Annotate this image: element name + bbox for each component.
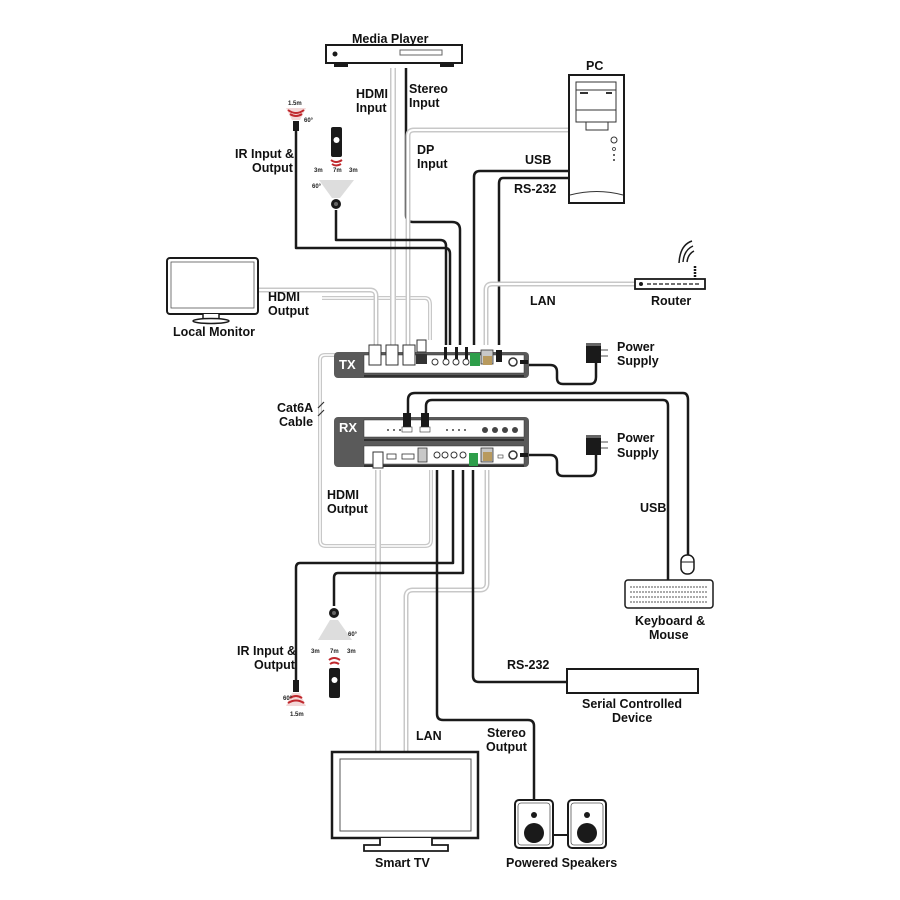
power-tx-label-2: Supply (617, 354, 659, 368)
ir-bottom-cable-2 (332, 470, 465, 606)
lan-router-label: LAN (530, 294, 556, 308)
power-supply-tx[interactable] (586, 343, 608, 363)
keyboard-mouse-label-1: Keyboard & (635, 614, 705, 628)
stereo-output-label-1: Stereo (487, 726, 526, 740)
usb-kbm-cable-1 (406, 391, 690, 555)
hdmi-input-label-2: Input (356, 101, 387, 115)
ir-emitter-bottom[interactable] (286, 680, 306, 706)
ir-receiver-bottom[interactable] (318, 608, 352, 640)
dp-input-label-2: Input (417, 157, 448, 171)
tx-label: TX (339, 357, 356, 372)
rs232-serial-label: RS-232 (507, 658, 549, 672)
cat6a-label-2: Cable (279, 415, 313, 429)
smart-tv-label: Smart TV (375, 856, 431, 870)
power-tx-cable (528, 362, 598, 386)
ir-bottom-cable-1 (294, 470, 455, 680)
power-tx-label-1: Power (617, 340, 655, 354)
ir-receiver-center-bottom: 7m (330, 649, 339, 655)
ir-emitter-top[interactable] (286, 108, 306, 131)
wifi-icon (678, 240, 695, 264)
power-rx-label-2: Supply (617, 446, 659, 460)
router-label: Router (651, 294, 691, 308)
ir-emitter-distance-bottom: 1.5m (290, 712, 304, 718)
cables (258, 68, 690, 800)
rs232-serial-cable (471, 470, 568, 684)
lan-router-cable (483, 281, 636, 345)
ir-emitter-angle: 60° (304, 118, 314, 124)
cat6a-label-1: Cat6A (277, 401, 313, 415)
rx-unit[interactable] (334, 413, 529, 469)
stereo-input-label-1: Stereo (409, 82, 448, 96)
stereo-output-label-2: Output (486, 740, 528, 754)
keyboard[interactable] (624, 579, 714, 609)
rs232-pc-label: RS-232 (514, 182, 556, 196)
usb-kbm-label: USB (640, 501, 666, 515)
ir-receiver-center: 7m (333, 168, 342, 174)
ir-receiver-top[interactable] (319, 180, 354, 209)
pc-tower[interactable] (568, 74, 625, 204)
ir-receiver-left: 3m (314, 168, 323, 174)
rs232-pc-cable (497, 176, 570, 345)
power-rx-label-1: Power (617, 431, 655, 445)
ir-top-label-1: IR Input & (235, 147, 294, 161)
hdmi-output-local-label-1: HDMI (268, 290, 300, 304)
local-monitor-label: Local Monitor (173, 325, 255, 339)
ir-top-label-2: Output (252, 161, 294, 175)
ir-receiver-right-bottom: 3m (347, 649, 356, 655)
remote-control-icon (330, 127, 343, 167)
tx-unit[interactable] (334, 339, 529, 378)
lan-tv-label: LAN (416, 729, 442, 743)
cable-break-mark (317, 401, 325, 417)
ir-emitter-angle-bottom: 60° (283, 696, 293, 702)
usb-pc-label: USB (525, 153, 551, 167)
dp-input-label-1: DP (417, 143, 434, 157)
keyboard-mouse-label-2: Mouse (649, 628, 689, 642)
mouse[interactable] (680, 554, 695, 575)
usb-pc-cable (472, 169, 570, 345)
media-player-label: Media Player (352, 32, 429, 46)
lan-tv-cable (403, 470, 490, 752)
rx-label: RX (339, 420, 357, 435)
hdmi-output-rx-label-2: Output (327, 502, 369, 516)
ir-bottom-label-1: IR Input & (237, 644, 296, 658)
remote-control-icon-bottom (328, 657, 341, 698)
power-rx-cable (528, 453, 598, 478)
ir-receiver-angle: 60° (312, 184, 322, 190)
usb-kbm-cable-2 (424, 398, 670, 580)
hdmi-output-rx-label-1: HDMI (327, 488, 359, 502)
ir-receiver-right: 3m (349, 168, 358, 174)
media-player[interactable] (325, 44, 463, 67)
power-supply-rx[interactable] (586, 435, 608, 455)
hdmi-output-local-label-2: Output (268, 304, 310, 318)
pc-label: PC (586, 59, 603, 73)
ir-receiver-angle-bottom: 60° (348, 632, 358, 638)
stereo-input-label-2: Input (409, 96, 440, 110)
hdmi-input-label-1: HDMI (356, 87, 388, 101)
powered-speakers-label: Powered Speakers (506, 856, 617, 870)
smart-tv[interactable] (330, 750, 480, 852)
ir-receiver-left-bottom: 3m (311, 649, 320, 655)
powered-speakers[interactable] (514, 799, 607, 849)
stereo-output-cable (435, 470, 536, 800)
ir-top-cable-2 (334, 210, 448, 345)
serial-device-label-2: Device (612, 711, 652, 725)
ir-bottom-label-2: Output (254, 658, 296, 672)
serial-device-label-1: Serial Controlled (582, 697, 682, 711)
serial-controlled-device[interactable] (566, 668, 699, 694)
local-monitor[interactable] (166, 257, 259, 325)
router[interactable] (634, 266, 706, 290)
ir-emitter-distance: 1.5m (288, 101, 302, 107)
